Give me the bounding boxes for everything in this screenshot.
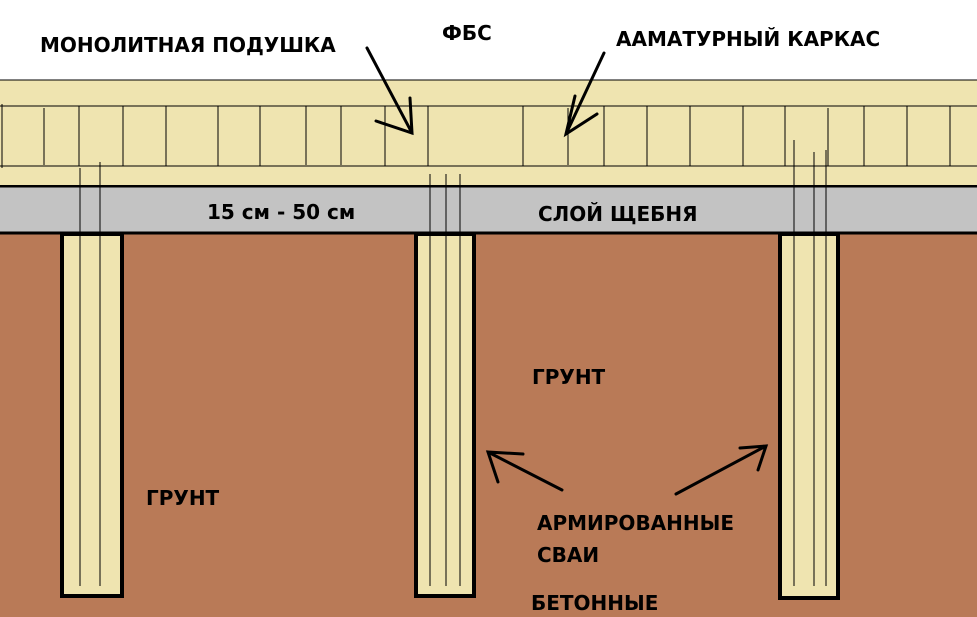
arrow-icon — [485, 450, 564, 492]
pile-right — [778, 140, 840, 600]
label-thickness: 15 см - 50 см — [207, 200, 355, 224]
label-piles-3: БЕТОННЫЕ — [531, 591, 658, 615]
arrow-icon — [674, 444, 769, 496]
pile-left — [60, 162, 124, 598]
arrow-icons — [365, 46, 769, 496]
label-gravel-layer: СЛОЙ ЩЕБНЯ — [538, 202, 698, 226]
label-piles-1: АРМИРОВАННЫЕ — [537, 511, 734, 535]
arrow-icon — [365, 46, 414, 136]
pile-center — [414, 174, 476, 598]
fbs-blocks — [0, 104, 977, 168]
label-piles-2: СВАИ — [537, 543, 599, 567]
label-soil-center: ГРУНТ — [532, 365, 606, 389]
label-monolithic-pad: МОНОЛИТНАЯ ПОДУШКА — [40, 33, 336, 57]
label-fbs: ФБС — [442, 21, 492, 45]
label-rebar-cage: ААМАТУРНЫЙ КАРКАС — [616, 27, 880, 51]
gravel-layer — [0, 186, 977, 232]
label-soil-left: ГРУНТ — [146, 486, 220, 510]
arrow-icon — [563, 51, 606, 138]
monolithic-pad — [0, 80, 977, 185]
